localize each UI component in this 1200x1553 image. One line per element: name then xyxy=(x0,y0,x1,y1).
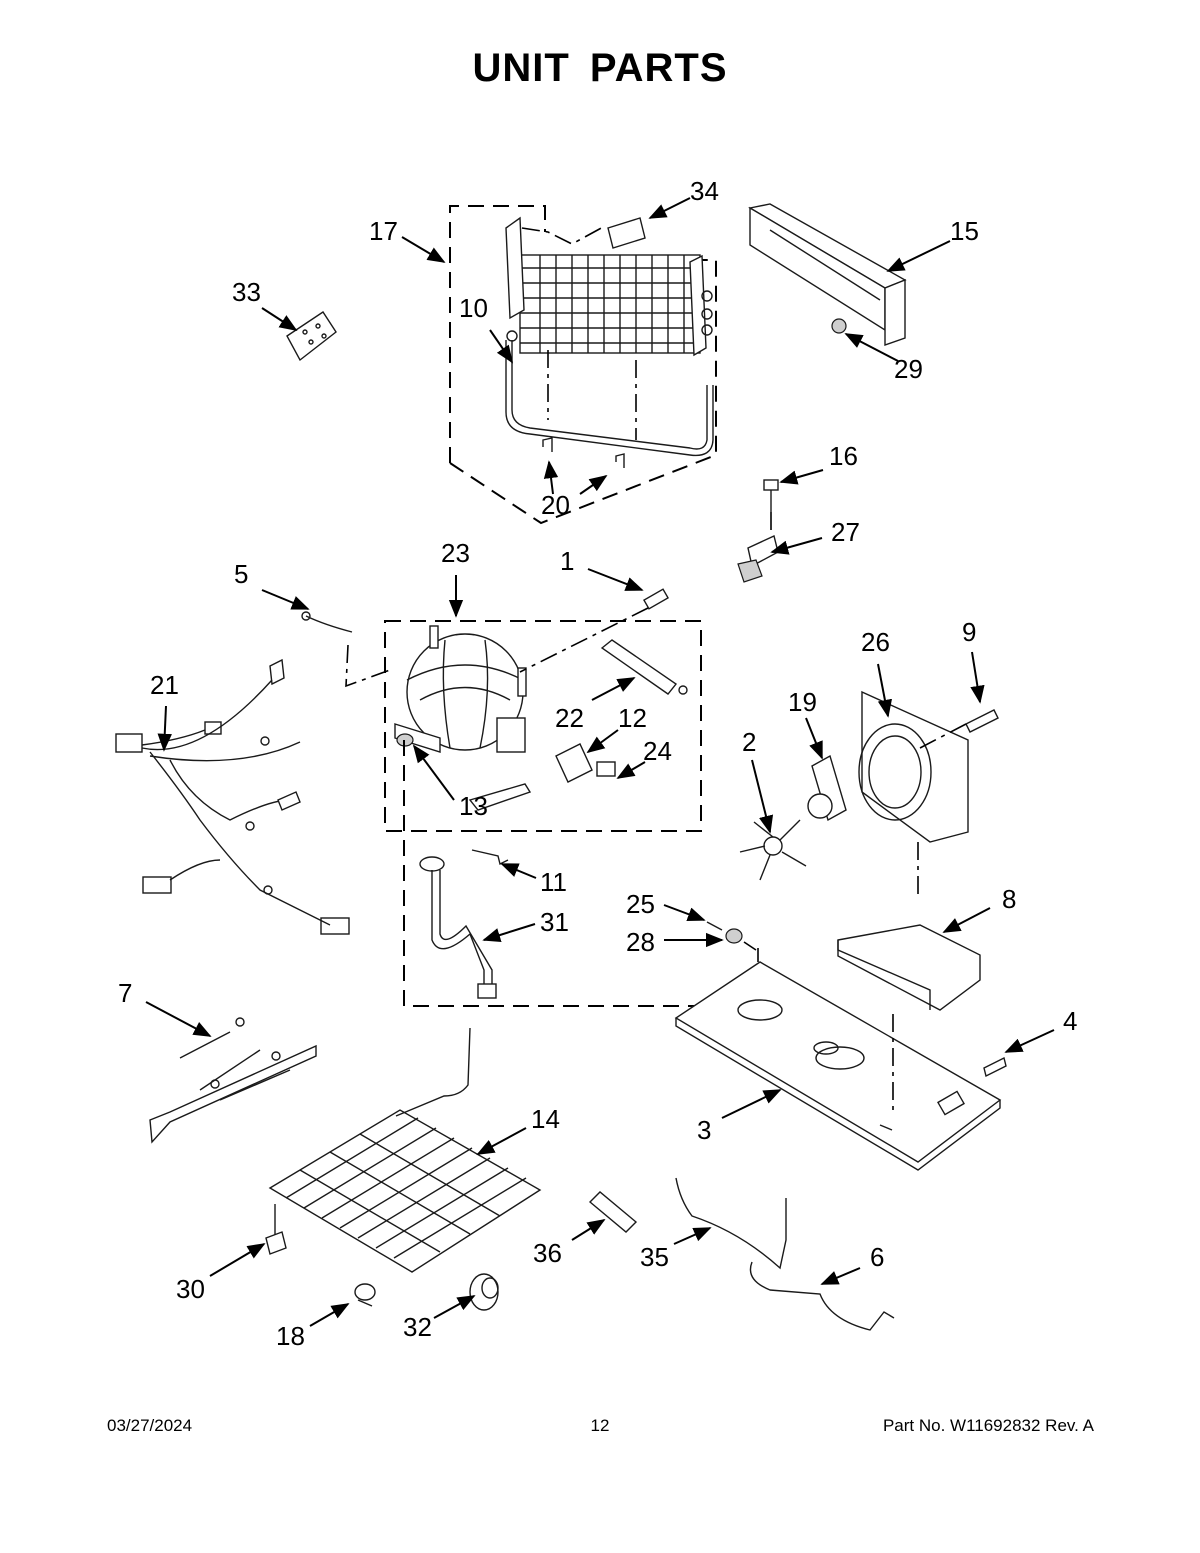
screw-4 xyxy=(983,1056,1007,1078)
callout-9: 9 xyxy=(962,617,976,647)
callout-labels: 34 17 15 33 10 29 20 16 27 23 1 5 22 12 … xyxy=(118,176,1077,1351)
callout-17: 17 xyxy=(369,216,398,246)
callout-15: 15 xyxy=(950,216,979,246)
callout-4: 4 xyxy=(1063,1006,1077,1036)
callout-13: 13 xyxy=(459,791,488,821)
strap-line xyxy=(345,644,391,688)
leader-arrows xyxy=(145,197,1055,1327)
callout-29: 29 xyxy=(894,354,923,384)
grommet-28 xyxy=(725,928,743,944)
callout-16: 16 xyxy=(829,441,858,471)
bolt-1-alignment-line xyxy=(519,607,649,673)
bracket-7 xyxy=(149,1017,317,1144)
callout-25: 25 xyxy=(626,889,655,919)
sleeve-36 xyxy=(588,1191,638,1233)
callout-24: 24 xyxy=(643,736,672,766)
evaporator-group-outline xyxy=(449,205,717,525)
clips-20 xyxy=(542,437,625,468)
drain-tube-31 xyxy=(419,856,497,999)
callout-6: 6 xyxy=(870,1242,884,1272)
callout-14: 14 xyxy=(531,1104,560,1134)
sensor-18 xyxy=(354,1283,376,1307)
callout-19: 19 xyxy=(788,687,817,717)
compressor-group-outline xyxy=(384,620,702,832)
fan-shroud-26 xyxy=(858,690,969,843)
callout-18: 18 xyxy=(276,1321,305,1351)
callout-20: 20 xyxy=(541,490,570,520)
bracket-27 xyxy=(737,535,779,583)
callout-7: 7 xyxy=(118,978,132,1008)
defrost-heater-10 xyxy=(505,330,714,457)
callout-36: 36 xyxy=(533,1238,562,1268)
callout-32: 32 xyxy=(403,1312,432,1342)
tape-34 xyxy=(521,217,646,249)
screw-9 xyxy=(965,709,999,733)
evaporator-cover-15 xyxy=(748,203,907,346)
callout-35: 35 xyxy=(640,1242,669,1272)
tube-6 xyxy=(749,1261,895,1331)
condenser-14 xyxy=(268,1027,542,1273)
grommet-29 xyxy=(831,318,847,334)
tube-35 xyxy=(675,1177,787,1270)
callout-11: 11 xyxy=(540,867,567,897)
footer-part-number: Part No. W11692832 Rev. A xyxy=(882,1416,1094,1435)
evaporator-assembly xyxy=(505,216,713,357)
clamp-30 xyxy=(265,1204,287,1255)
footer-date: 03/27/2024 xyxy=(107,1416,193,1435)
callout-22: 22 xyxy=(555,703,584,733)
callout-12: 12 xyxy=(618,703,647,733)
callout-31: 31 xyxy=(540,907,569,937)
screw-16 xyxy=(763,479,779,512)
base-plate-3 xyxy=(674,961,1002,1171)
callout-1: 1 xyxy=(560,546,574,576)
callout-28: 28 xyxy=(626,927,655,957)
callout-23: 23 xyxy=(441,538,470,568)
callout-27: 27 xyxy=(831,517,860,547)
callout-30: 30 xyxy=(176,1274,205,1304)
bushing-32 xyxy=(469,1273,499,1311)
callout-3: 3 xyxy=(697,1115,711,1145)
callout-33: 33 xyxy=(232,277,261,307)
grommet-28-alignment-line xyxy=(743,941,757,951)
callout-2: 2 xyxy=(742,727,756,757)
pin-25 xyxy=(706,921,723,931)
callout-34: 34 xyxy=(690,176,719,206)
callout-26: 26 xyxy=(861,627,890,657)
callout-10: 10 xyxy=(459,293,488,323)
compressor-mount-routing xyxy=(403,740,720,1007)
screw-9-alignment-line xyxy=(919,723,967,749)
strap-5 xyxy=(301,611,353,633)
drier-22 xyxy=(600,639,688,695)
callout-21: 21 xyxy=(150,670,179,700)
page-title: UNIT PARTS xyxy=(472,46,728,90)
clip-11 xyxy=(471,849,509,866)
bracket-8 xyxy=(837,924,981,1011)
footer-page-number: 12 xyxy=(590,1416,610,1435)
overload-24 xyxy=(596,761,616,777)
callout-5: 5 xyxy=(234,559,248,589)
fan-blade-2 xyxy=(739,819,807,881)
compressor-23 xyxy=(394,625,532,811)
bolt-1 xyxy=(643,588,669,610)
wire-harness-21 xyxy=(115,658,350,935)
fan-motor-19 xyxy=(807,754,847,822)
board-33 xyxy=(286,311,337,362)
relay-12 xyxy=(555,743,593,783)
callout-8: 8 xyxy=(1002,884,1016,914)
